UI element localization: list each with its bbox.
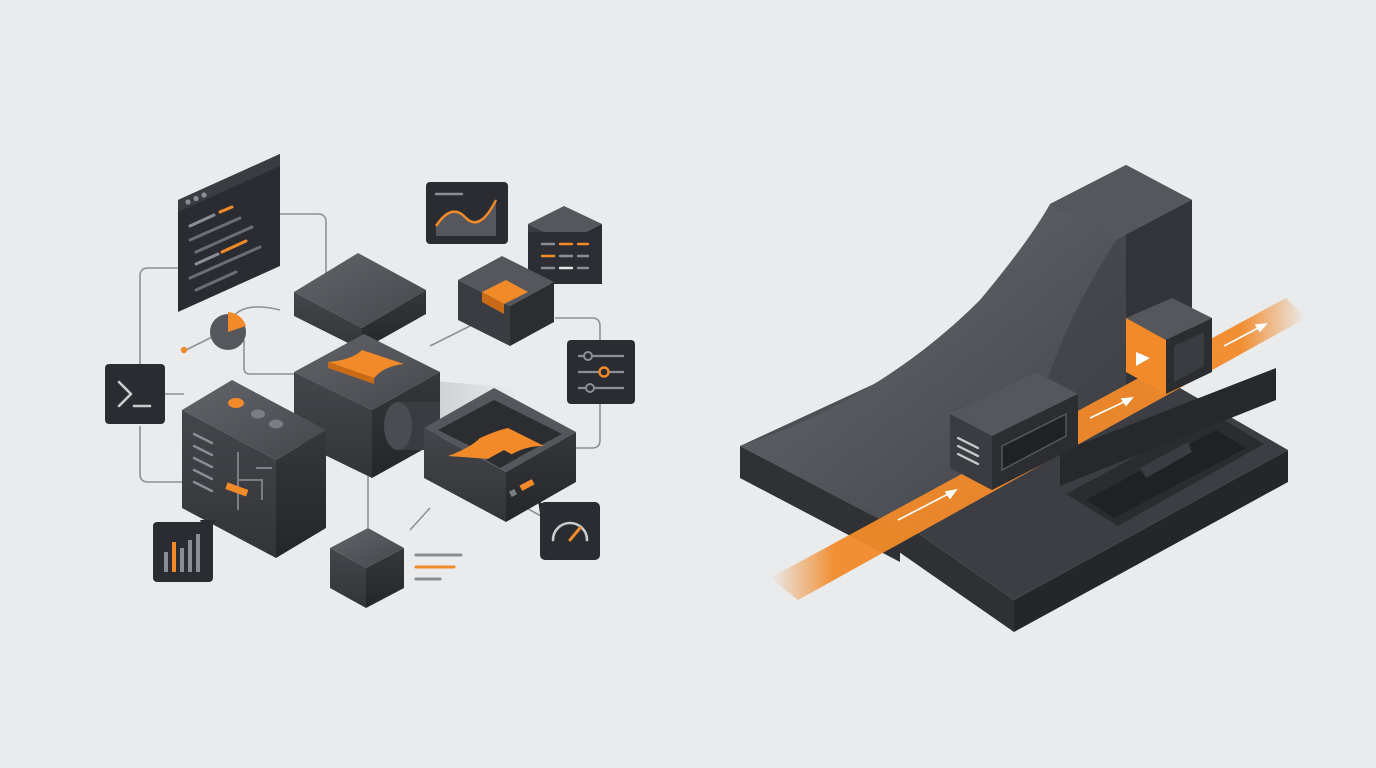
open-tray-block [424,388,576,522]
connector-dot [180,346,188,354]
database-icon [528,206,602,284]
pie-chart-icon [210,312,246,350]
flow-arrow-icon [897,323,1268,521]
code-window-icon [178,154,280,312]
gauge-icon [538,500,600,560]
capsule-module [950,372,1078,490]
terminal-icon [105,364,165,424]
left-illustration [105,154,635,608]
server-block [182,380,326,558]
bar-chart-icon [153,522,213,582]
play-cube-icon [1126,298,1212,394]
top-slab [294,253,426,350]
sliders-icon [567,340,635,404]
center-cube [294,334,440,478]
line-chart-icon [426,182,508,244]
small-orange-cube [458,256,554,346]
bottom-cube [330,528,404,608]
right-illustration [740,165,1306,632]
text-lines-icon [414,553,463,581]
